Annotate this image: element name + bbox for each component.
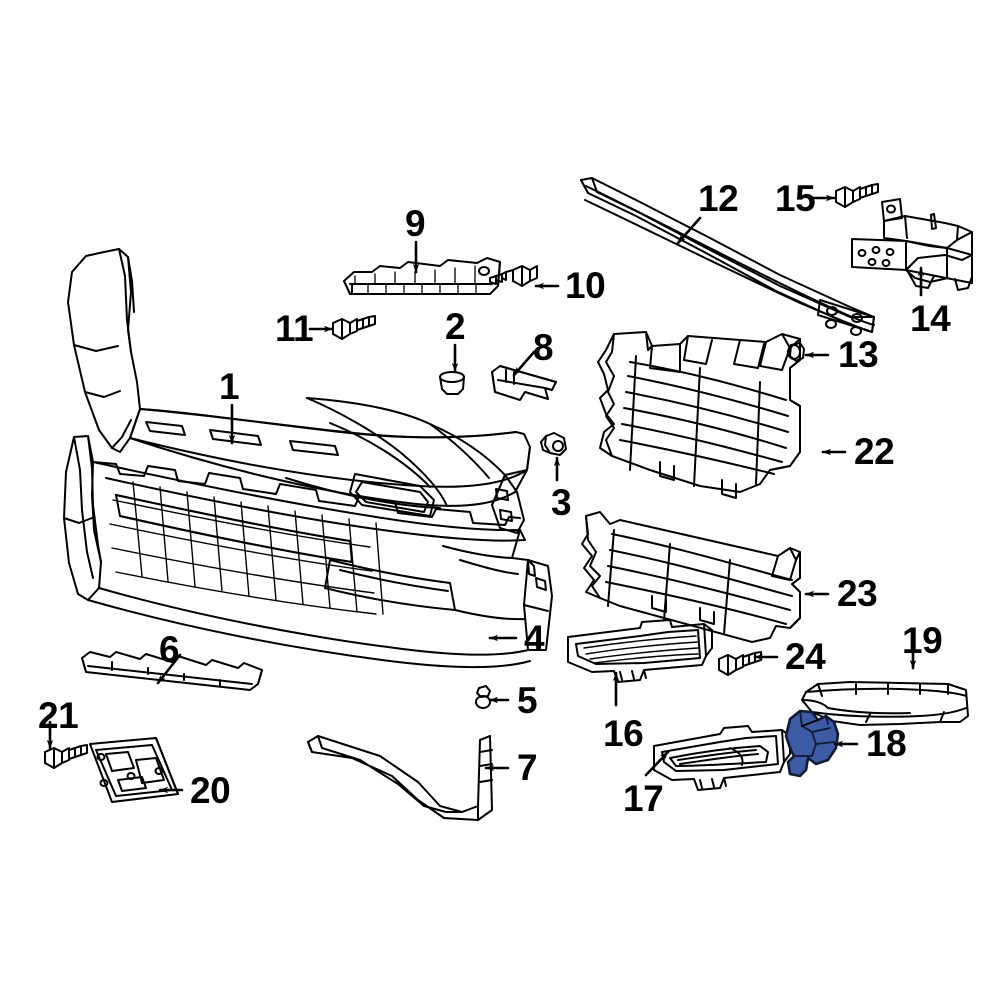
part-18-fog-light-bracket-highlighted bbox=[784, 709, 840, 778]
part-8-bumper-side-retainer bbox=[491, 365, 557, 401]
callout-24[interactable]: 24 bbox=[785, 636, 826, 677]
part-11-flange-bolt bbox=[332, 315, 376, 340]
part-20-license-plate-bracket bbox=[89, 737, 179, 803]
callout-15[interactable]: 15 bbox=[775, 178, 816, 219]
part-14-bumper-beam-bracket bbox=[851, 198, 973, 291]
callout-5[interactable]: 5 bbox=[517, 680, 538, 721]
callout-11[interactable]: 11 bbox=[275, 308, 314, 349]
callout-18[interactable]: 18 bbox=[866, 723, 907, 764]
callout-2[interactable]: 2 bbox=[445, 306, 466, 347]
callout-19[interactable]: 19 bbox=[902, 620, 943, 661]
callout-3[interactable]: 3 bbox=[551, 482, 572, 523]
callout-20[interactable]: 20 bbox=[190, 770, 231, 811]
callout-21[interactable]: 21 bbox=[38, 695, 79, 736]
part-10-flange-bolt bbox=[489, 265, 538, 287]
part-24-flange-bolt bbox=[718, 651, 762, 676]
callout-4[interactable]: 4 bbox=[524, 618, 545, 659]
callout-22[interactable]: 22 bbox=[854, 431, 895, 472]
callout-7[interactable]: 7 bbox=[517, 747, 538, 788]
callout-14[interactable]: 14 bbox=[910, 298, 951, 339]
callout-6[interactable]: 6 bbox=[159, 629, 180, 670]
callout-9[interactable]: 9 bbox=[405, 203, 426, 244]
callout-13[interactable]: 13 bbox=[838, 334, 879, 375]
callout-23[interactable]: 23 bbox=[837, 573, 878, 614]
callout-8[interactable]: 8 bbox=[533, 327, 554, 368]
part-22-active-grille-shutter-upper bbox=[597, 331, 801, 499]
part-6-lower-bumper-molding bbox=[81, 651, 263, 691]
part-21-flange-bolt bbox=[44, 744, 88, 769]
part-16-upper-fog-light-cover bbox=[567, 619, 713, 683]
callout-arrows bbox=[46, 194, 925, 794]
callout-10[interactable]: 10 bbox=[565, 265, 606, 306]
part-19-bumper-side-bracket bbox=[801, 681, 969, 726]
part-2-bumper-clip bbox=[439, 371, 465, 395]
part-7-bumper-side-spoiler bbox=[307, 735, 493, 821]
part-13-bumper-beam-plug bbox=[787, 342, 805, 362]
part-3-push-rivet bbox=[540, 432, 567, 456]
callout-17[interactable]: 17 bbox=[623, 778, 664, 819]
part-5-bumper-grommet bbox=[475, 685, 491, 709]
part-15-flange-bolt bbox=[835, 183, 879, 208]
callout-16[interactable]: 16 bbox=[603, 713, 644, 754]
part-23-active-grille-shutter-lower bbox=[581, 511, 801, 643]
part-9-bumper-upper-retainer bbox=[343, 257, 501, 295]
part-4-lower-bumper-grille bbox=[63, 435, 553, 669]
part-12-bumper-reinforcement-beam bbox=[580, 177, 875, 336]
part-17-lower-fog-light-cover bbox=[653, 725, 791, 791]
callout-12[interactable]: 12 bbox=[698, 178, 739, 219]
callout-1[interactable]: 1 bbox=[219, 366, 240, 407]
